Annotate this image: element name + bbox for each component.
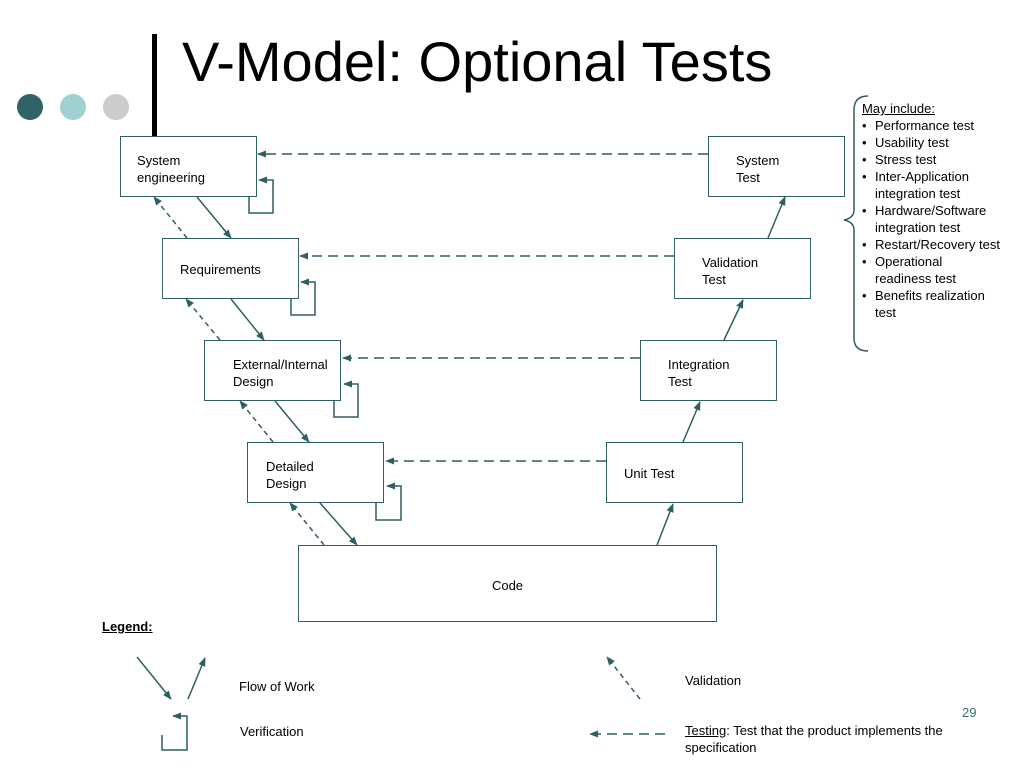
- box-design-label: External/Internal Design: [233, 357, 328, 389]
- decorative-dot-light: [60, 94, 86, 120]
- box-detailed-design-label: Detailed Design: [266, 459, 314, 491]
- side-note-brace: [843, 95, 869, 352]
- title-divider-bar: [152, 34, 157, 152]
- flow-arrow-validation-to-system: [767, 196, 786, 239]
- box-validation-test: Validation Test: [674, 238, 811, 299]
- box-unit-test: Unit Test: [606, 442, 743, 503]
- page-title: V-Model: Optional Tests: [182, 30, 773, 93]
- flow-arrow-req-to-design: [230, 298, 265, 341]
- flow-arrow-code-to-unit: [656, 503, 674, 546]
- box-detailed-design: Detailed Design: [247, 442, 384, 503]
- box-code: Code: [298, 545, 717, 622]
- optional-test-item: Benefits realization test: [862, 287, 1000, 321]
- optional-test-item: Stress test: [862, 151, 1022, 168]
- optional-test-item: Operational readiness test: [862, 253, 985, 287]
- box-requirements-label: Requirements: [180, 262, 261, 277]
- legend-verification-loop: [161, 712, 188, 751]
- decorative-dot-gray: [103, 94, 129, 120]
- legend-validation-arrow: [606, 656, 641, 700]
- box-system-engineering-label: System engineering: [137, 153, 205, 185]
- legend-flow-arrow-up: [187, 657, 206, 700]
- verification-loop-2: [290, 278, 316, 316]
- flow-arrow-design-to-detailed: [274, 400, 310, 443]
- validation-arrow-2: [185, 298, 221, 341]
- box-code-label: Code: [491, 578, 524, 593]
- verification-loop-3: [333, 380, 359, 418]
- legend-testing-label: Testing: Test that the product implement…: [685, 722, 960, 756]
- box-requirements: Requirements: [162, 238, 299, 299]
- decorative-dot-dark: [17, 94, 43, 120]
- validation-arrow-3: [239, 400, 274, 443]
- optional-test-item: Inter-Application integration test: [862, 168, 990, 202]
- validation-arrow-1: [153, 196, 188, 239]
- validation-arrow-4: [289, 502, 325, 546]
- legend-testing-term: Testing: [685, 723, 727, 738]
- box-integration-test-label: Integration Test: [668, 357, 730, 389]
- legend-title: Legend:: [102, 619, 153, 634]
- optional-tests-heading: May include:: [862, 101, 935, 116]
- verification-loop-1: [248, 176, 274, 214]
- box-system-test: System Test: [708, 136, 845, 197]
- legend-flow-arrow-down: [136, 656, 172, 700]
- optional-test-item: Usability test: [862, 134, 1022, 151]
- page-number: 29: [962, 705, 977, 720]
- box-external-internal-design: External/Internal Design: [204, 340, 341, 401]
- optional-test-item: Hardware/Software integration test: [862, 202, 1000, 236]
- legend-testing-description: : Test that the product implements the s…: [685, 723, 943, 755]
- legend-validation-label: Validation: [685, 673, 742, 688]
- box-integration-test: Integration Test: [640, 340, 777, 401]
- box-validation-test-label: Validation Test: [702, 255, 759, 287]
- optional-test-item: Performance test: [862, 117, 1022, 134]
- optional-tests-note: May include: Performance test Usability …: [862, 100, 1022, 321]
- optional-tests-list: Performance test Usability test Stress t…: [862, 117, 1022, 321]
- optional-test-item: Restart/Recovery test: [862, 236, 1000, 253]
- flow-arrow-integration-to-validation: [723, 299, 744, 341]
- box-unit-test-label: Unit Test: [624, 466, 675, 481]
- verification-loop-4: [375, 482, 402, 521]
- legend-flow-label: Flow of Work: [239, 679, 315, 694]
- box-system-test-label: System Test: [736, 153, 780, 185]
- box-system-engineering: System engineering: [120, 136, 257, 197]
- flow-arrow-detailed-to-code: [319, 502, 358, 546]
- legend-verification-label: Verification: [240, 724, 304, 739]
- flow-arrow-sys-to-req: [196, 196, 232, 239]
- flow-arrow-unit-to-integration: [682, 401, 701, 443]
